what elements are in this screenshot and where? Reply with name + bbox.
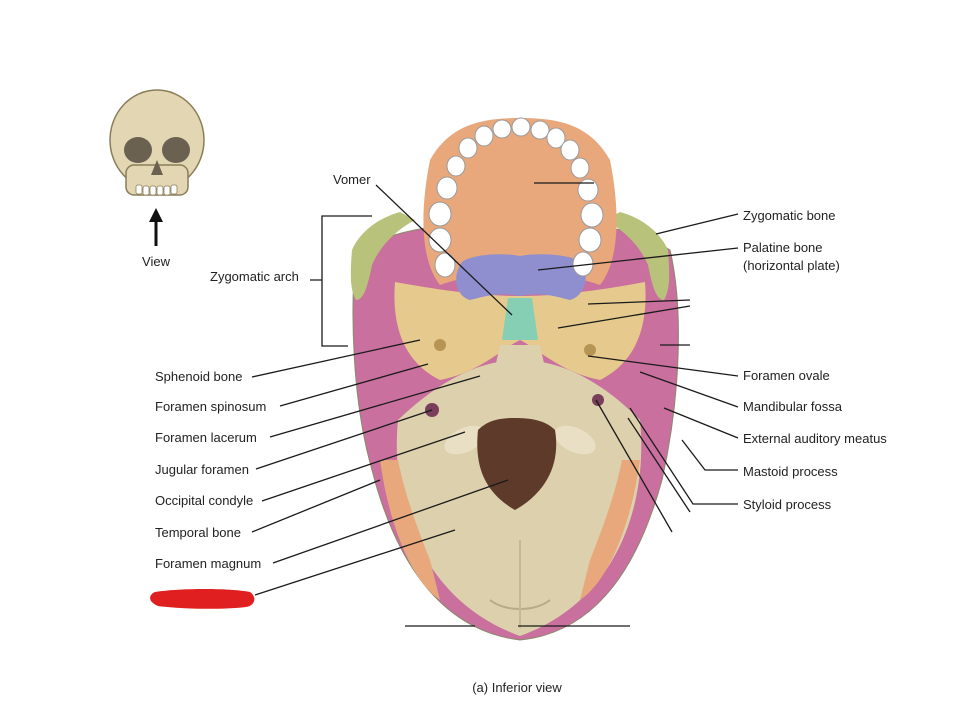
label-vomer: Vomer: [333, 172, 371, 187]
label-styloid-process: Styloid process: [743, 497, 832, 512]
view-arrow-icon: [149, 208, 163, 246]
leader-lines: [251, 182, 739, 627]
label-zygomatic-bone: Zygomatic bone: [743, 208, 836, 223]
label-external-auditory-meatus: External auditory meatus: [743, 431, 887, 446]
label-jugular-foramen: Jugular foramen: [155, 462, 249, 477]
label-foramen-spinosum: Foramen spinosum: [155, 399, 266, 414]
label-zygomatic-arch: Zygomatic arch: [210, 269, 299, 284]
label-mandibular-fossa: Mandibular fossa: [743, 399, 843, 414]
figure-caption: (a) Inferior view: [472, 680, 562, 695]
redaction-mark: [150, 589, 255, 609]
skull-inferior-illustration: [350, 118, 679, 641]
label-palatine-bone-plate: (horizontal plate): [743, 258, 840, 273]
label-foramen-ovale: Foramen ovale: [743, 368, 830, 383]
label-occipital-condyle: Occipital condyle: [155, 493, 253, 508]
vomer-bone: [502, 298, 538, 340]
skull-thumbnail-icon: [109, 89, 205, 196]
zygomatic-arch-left: [350, 212, 415, 300]
label-foramen-lacerum: Foramen lacerum: [155, 430, 257, 445]
zygomatic-arch-right: [605, 212, 670, 300]
view-label: View: [142, 254, 171, 269]
label-mastoid-process: Mastoid process: [743, 464, 838, 479]
label-sphenoid-bone: Sphenoid bone: [155, 369, 242, 384]
label-foramen-magnum: Foramen magnum: [155, 556, 261, 571]
foramen-magnum-shape: [477, 418, 557, 510]
zygomatic-arch-bracket: [310, 215, 372, 347]
label-palatine-bone: Palatine bone: [743, 240, 823, 255]
label-temporal-bone: Temporal bone: [155, 525, 241, 540]
palatine-bone: [456, 254, 586, 300]
